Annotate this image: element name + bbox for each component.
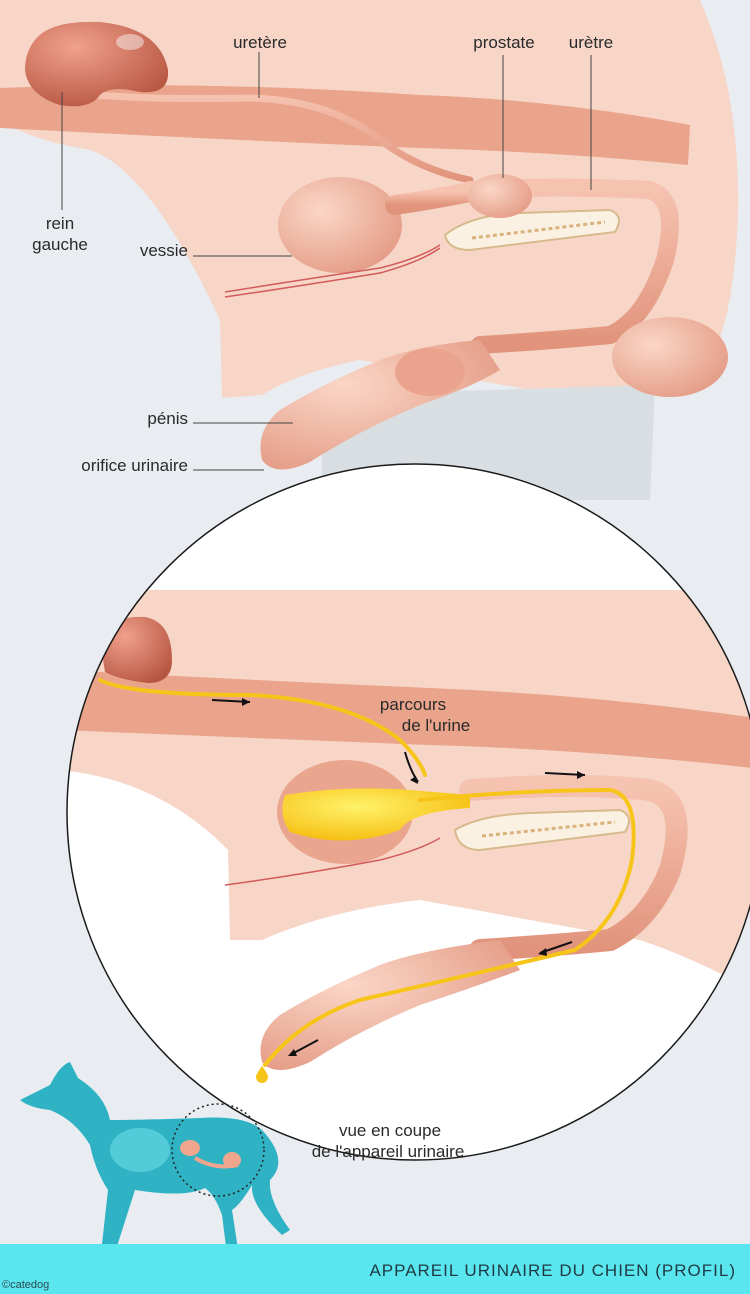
top-anatomy: [0, 0, 739, 500]
prostate-organ: [468, 174, 532, 218]
label-bladder: vessie: [139, 241, 188, 260]
pelvis-bone: [443, 208, 620, 252]
label-section-view-line1: vue en coupe: [338, 1121, 442, 1140]
spine-muscle: [0, 85, 690, 165]
label-prostate: prostate: [473, 33, 535, 52]
label-urethra: urètre: [568, 33, 614, 52]
urine-path: [98, 678, 636, 1067]
label-urine-path-line2: de l'urine: [401, 716, 471, 735]
ureter: [91, 91, 474, 184]
bladder: [278, 177, 402, 273]
urethra: [461, 178, 679, 354]
label-penis: pénis: [147, 409, 188, 428]
title-banner: [0, 1244, 750, 1294]
label-ureter: uretère: [233, 33, 287, 52]
banner-title: APPAREIL URINAIRE DU CHIEN (PROFIL): [369, 1261, 736, 1280]
label-urine-path-line1: parcours: [379, 695, 447, 714]
label-urinary-orifice: orifice urinaire: [81, 456, 188, 475]
label-kidney-line2: gauche: [32, 235, 88, 254]
kidney-left: [25, 21, 169, 107]
scrotum: [612, 317, 728, 397]
leader-lines-top: [61, 52, 592, 471]
label-section-view-line2: de l'appareil urinaire: [311, 1142, 465, 1161]
detail-circle: [66, 463, 750, 1161]
urine-drop: [256, 1066, 268, 1083]
label-kidney-line1: rein: [45, 214, 75, 233]
credit-text: ©catedog: [2, 1279, 50, 1291]
